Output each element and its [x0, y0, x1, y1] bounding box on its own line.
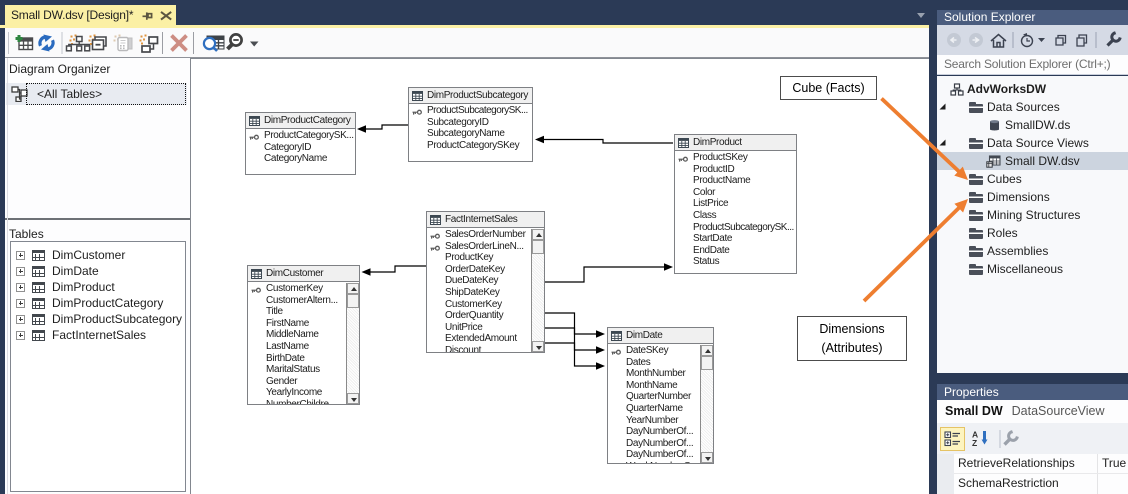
svg-text:Z: Z — [972, 438, 977, 448]
svg-text:A: A — [972, 430, 978, 440]
